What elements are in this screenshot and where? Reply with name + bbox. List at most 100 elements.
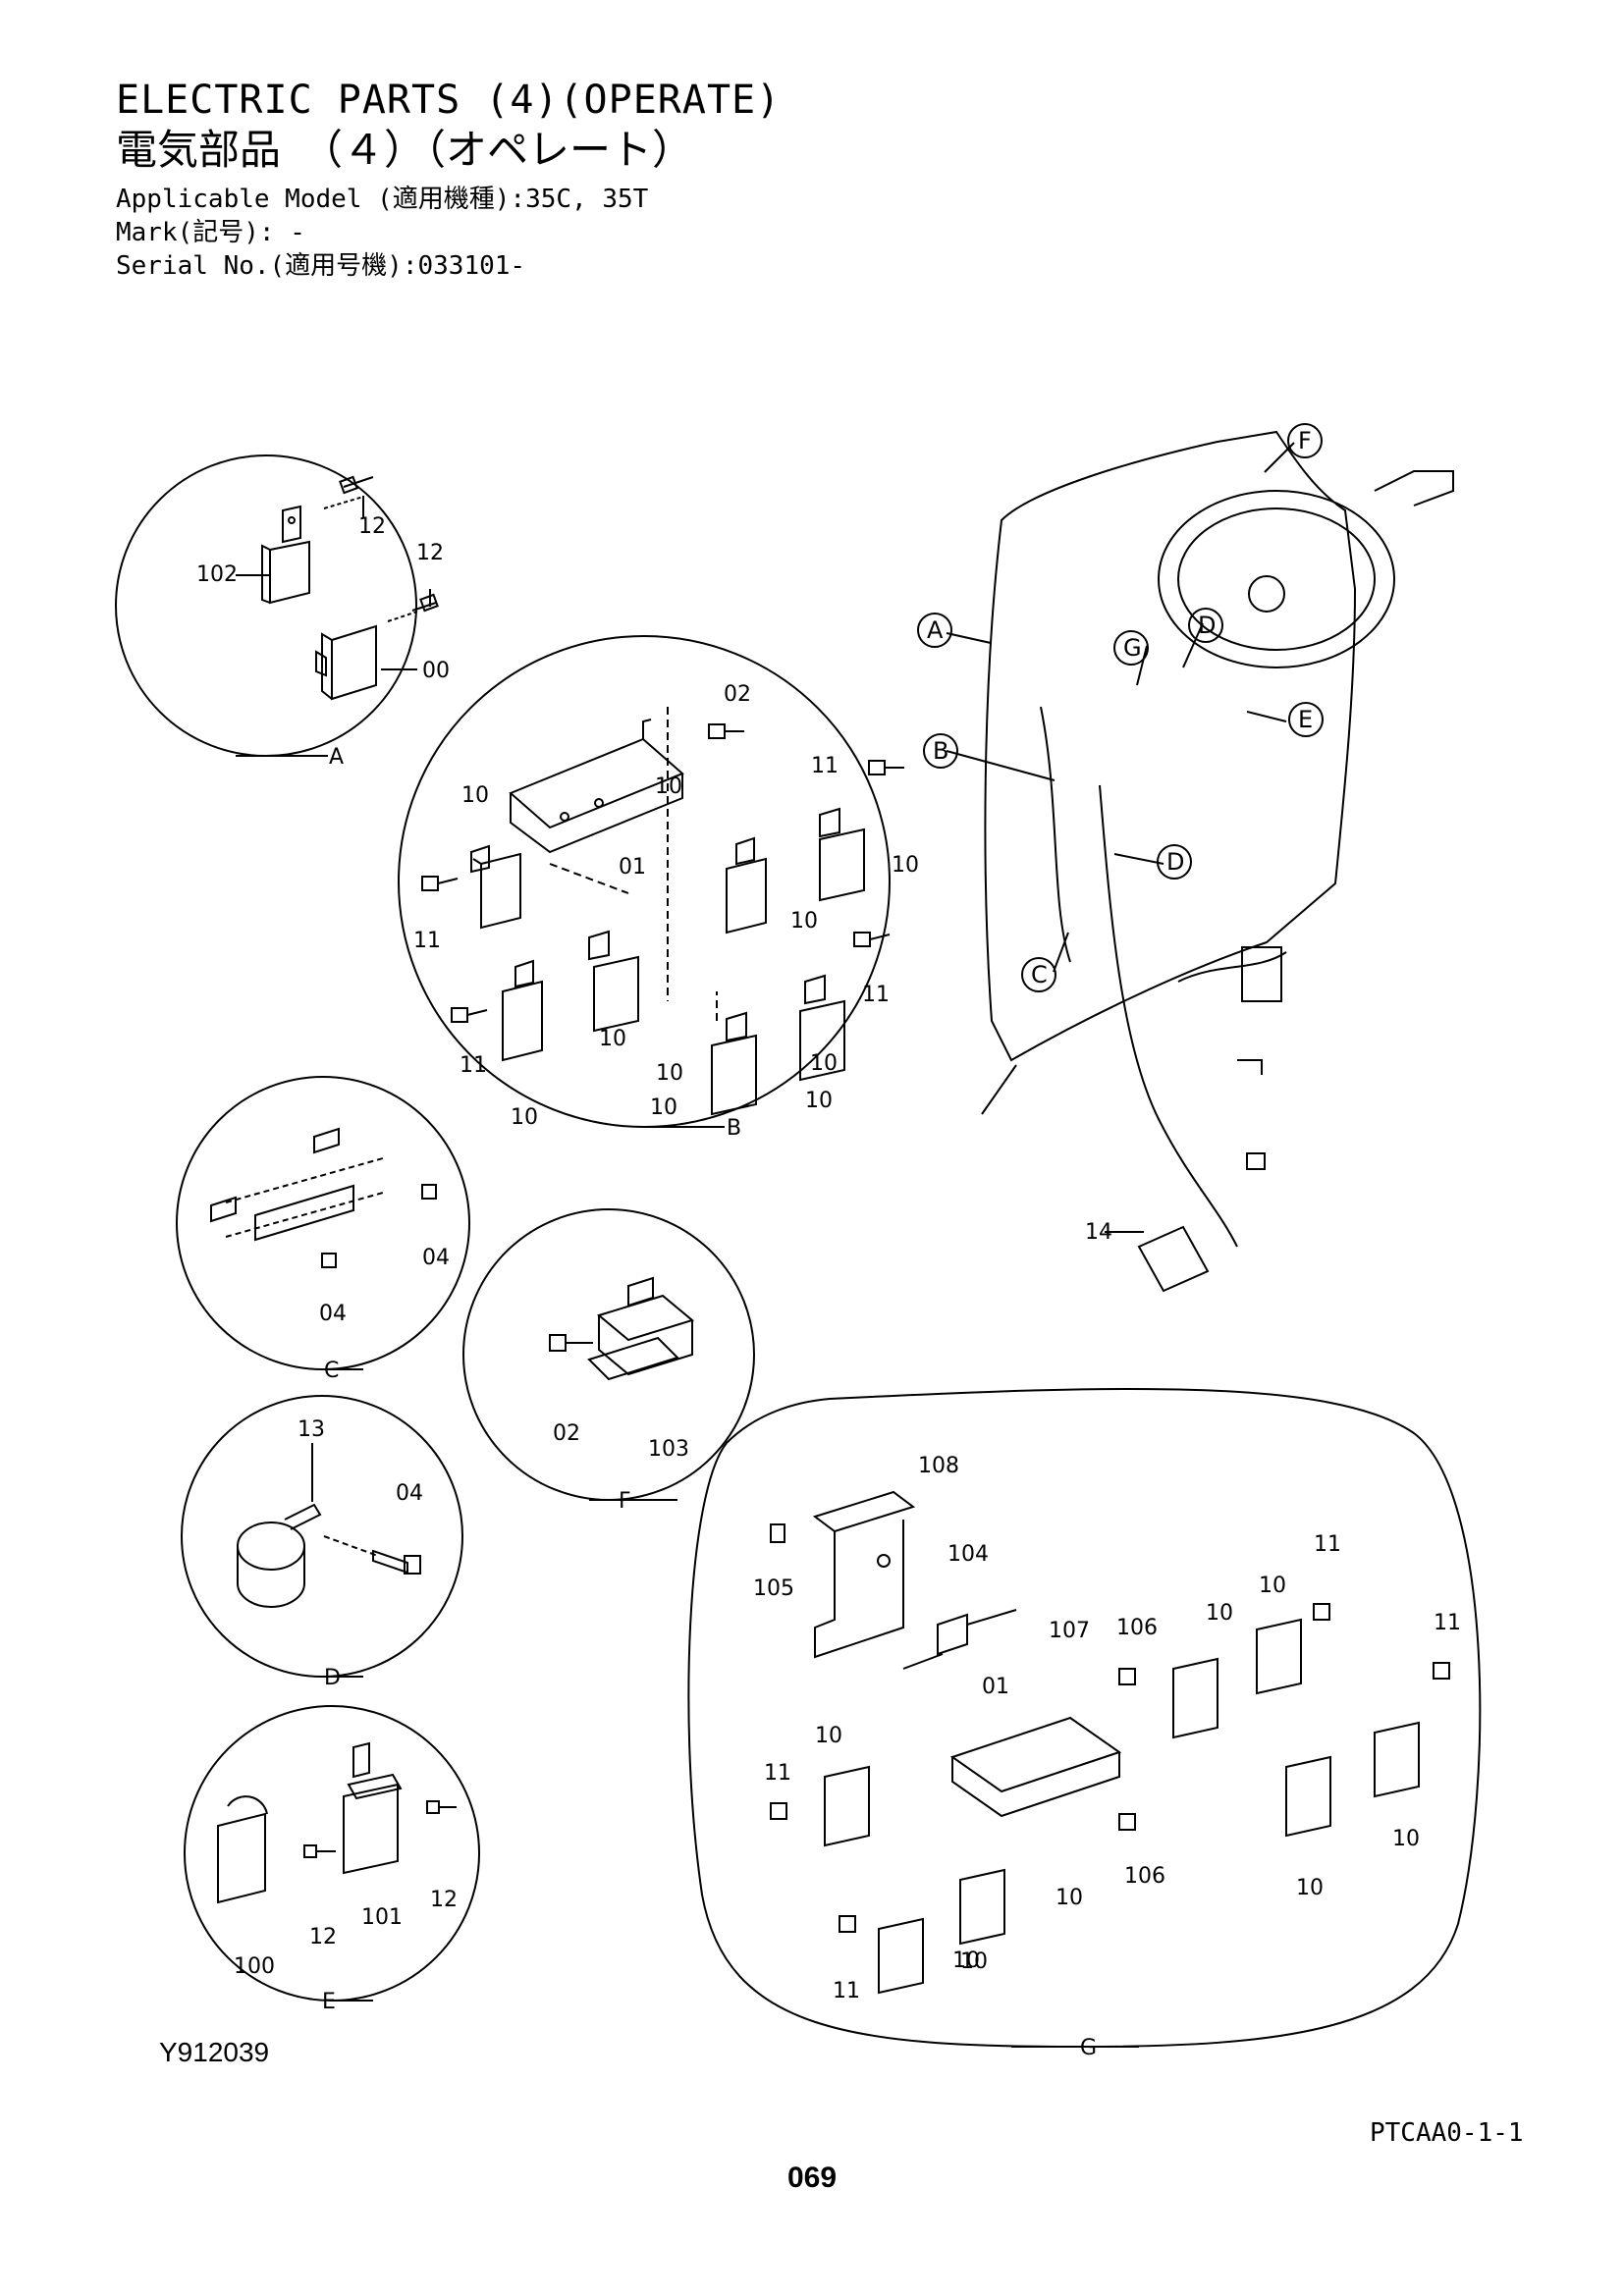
callout-d (1188, 608, 1223, 643)
relay-module-icon (819, 807, 865, 902)
part-label: 04 (319, 1302, 347, 1326)
bolt-icon (426, 1800, 457, 1814)
part-label: 01 (619, 855, 646, 880)
harness-14-icon (1099, 784, 1238, 1248)
bolt-icon (303, 1844, 336, 1858)
bolt-icon (1433, 1662, 1450, 1680)
bolt-icon (708, 723, 744, 739)
detail-f-circle (462, 1208, 755, 1501)
part-label: 102 (196, 562, 238, 587)
part-label: 10 (461, 783, 489, 808)
part-label: 100 (234, 1954, 275, 1979)
detail-g (687, 1388, 1482, 2049)
part-label: 107 (1049, 1619, 1090, 1643)
part-label: 02 (553, 1421, 580, 1446)
part-label: 13 (298, 1417, 325, 1442)
relay-module-icon (726, 836, 767, 934)
part-label-14: 14 (1085, 1220, 1112, 1245)
bolt-icon (1118, 1668, 1136, 1685)
operator-console-assembly (946, 430, 1454, 1293)
sensor-icon (902, 1609, 1017, 1670)
bolt-icon (421, 876, 459, 891)
bolt-icon (839, 1915, 856, 1933)
part-label: 104 (947, 1542, 989, 1567)
part-label: 10 (815, 1724, 842, 1748)
detail-g-outline (687, 1388, 1482, 2049)
callout-d-lower (1157, 844, 1192, 880)
callout-g (1113, 630, 1149, 666)
relay-module-icon (1172, 1657, 1218, 1739)
detail-e-circle (184, 1705, 480, 2002)
part-label: 12 (358, 514, 386, 539)
detail-a-circle (115, 454, 417, 757)
part-label: 11 (811, 754, 839, 778)
page-header: ELECTRIC PARTS (4)(OPERATE) 電気部品 （４）（オペレ… (116, 77, 781, 177)
part-label: 02 (724, 682, 751, 707)
part-label: 103 (648, 1437, 689, 1462)
relay-icon (587, 1276, 695, 1381)
view-label-g: G (1080, 2036, 1097, 2060)
bolt-icon (451, 1007, 488, 1023)
part-label: 10 (1392, 1827, 1420, 1851)
bolt-icon (868, 760, 904, 775)
callout-a (917, 613, 952, 648)
bolt-icon (387, 593, 439, 622)
bolt-icon (770, 1802, 787, 1820)
bolt-icon (853, 932, 891, 947)
part-label: 10 (1206, 1601, 1233, 1626)
bolt-icon (421, 1184, 437, 1200)
view-label-d: D (324, 1666, 341, 1690)
part-label: 11 (764, 1761, 791, 1786)
relay-module-icon (588, 930, 639, 1033)
relay-icon (315, 624, 377, 701)
serial-number: Serial No.(適用号機):033101- (116, 251, 526, 281)
part-label: 10 (1296, 1876, 1324, 1900)
bolt-icon (372, 1549, 421, 1575)
detail-e (184, 1705, 480, 2002)
part-label: 10 (1056, 1886, 1083, 1910)
part-label: 11 (1434, 1611, 1461, 1635)
relay-icon (261, 505, 310, 605)
part-label: 11 (413, 929, 441, 953)
callout-e (1288, 702, 1324, 737)
bolt-icon (323, 475, 374, 509)
view-label-c: C (324, 1359, 339, 1383)
callout-b (923, 733, 958, 769)
callout-f-label: F (1298, 427, 1312, 454)
part-label: 10 (960, 1949, 988, 1974)
part-label: 11 (862, 983, 890, 1007)
callout-b-label: B (933, 737, 948, 765)
bolt-icon (1118, 1813, 1136, 1831)
steering-wheel-icon (1158, 490, 1395, 668)
part-label: 10 (655, 774, 682, 799)
applicable-model: Applicable Model (適用機種):35C, 35T (116, 185, 649, 214)
part-label: 04 (422, 1246, 450, 1270)
part-label: 10 (650, 1095, 677, 1120)
part-label: 11 (1314, 1532, 1341, 1557)
detail-a (115, 454, 439, 757)
relay-module-icon (1374, 1721, 1420, 1798)
bracket-icon (949, 1716, 1122, 1818)
part-label: 10 (810, 1051, 838, 1076)
part-label: 10 (599, 1027, 626, 1051)
part-label: 10 (892, 853, 919, 878)
model-info: Applicable Model (適用機種):35C, 35T Mark(記号… (116, 183, 648, 283)
part-label: 10 (952, 1949, 980, 1973)
relay-module-icon (470, 844, 521, 930)
part-label: 11 (833, 1979, 860, 2003)
part-label: 105 (753, 1576, 794, 1601)
callout-f (1287, 423, 1323, 458)
detail-f (462, 1208, 755, 1501)
callout-d-label: D (1198, 612, 1216, 639)
part-label: 04 (396, 1481, 423, 1506)
bolt-icon (1313, 1603, 1330, 1621)
relay-icon (343, 1741, 403, 1875)
callout-d-lower-label: D (1166, 848, 1184, 876)
bolt-icon (549, 1334, 593, 1352)
callout-c-label: C (1031, 961, 1048, 988)
title-japanese: 電気部品 （４）（オペレート） (116, 126, 694, 174)
callout-a-label: A (927, 616, 944, 644)
bolt-icon (770, 1523, 785, 1543)
part-label: 10 (805, 1089, 833, 1113)
